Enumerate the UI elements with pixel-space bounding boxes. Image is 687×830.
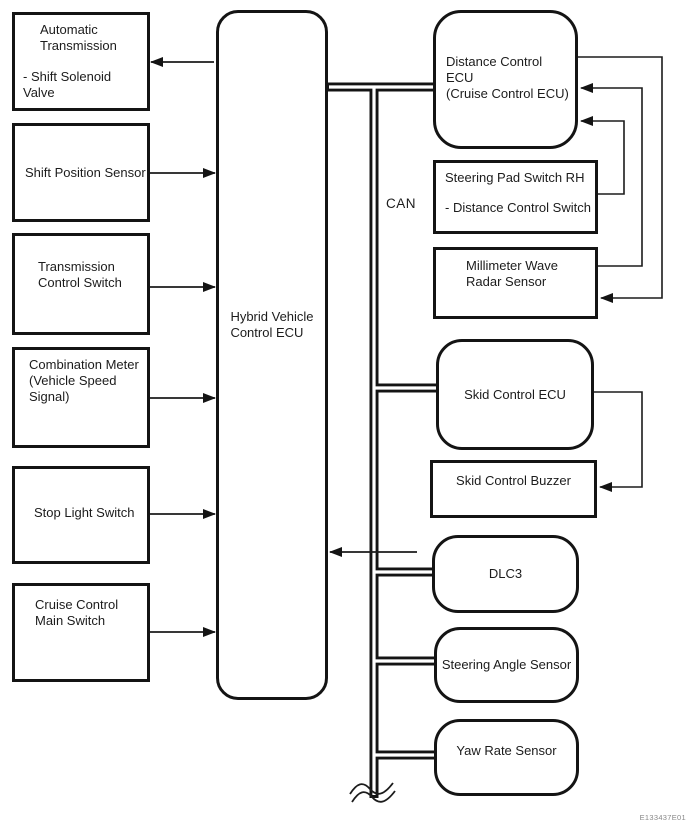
node-dlc3: DLC3 (432, 535, 579, 613)
node-label: DLC3 (488, 566, 523, 581)
feedback-loops (578, 56, 663, 492)
node-label: Skid Control Buzzer (456, 473, 571, 488)
node-shift-position-sensor: Shift Position Sensor (12, 123, 150, 222)
node-label: Steering Pad Switch RH (445, 170, 585, 185)
can-bus (327, 82, 438, 798)
can-bus-label: CAN (386, 196, 417, 211)
node-transmission-control-switch: Transmission Control Switch (12, 233, 150, 335)
node-label: Cruise Control Main Switch (35, 596, 119, 628)
node-sublabel: - Shift Solenoid Valve (23, 69, 112, 100)
diagram-code: E133437E01 (639, 813, 686, 822)
node-label: Skid Control ECU (464, 386, 566, 402)
node-label: Yaw Rate Sensor (456, 742, 557, 758)
node-label: Combination Meter (Vehicle Speed Signal) (29, 357, 139, 404)
signal-arrows (150, 57, 417, 637)
node-label: Shift Position Sensor (25, 164, 146, 180)
node-steering-angle-sensor: Steering Angle Sensor (434, 627, 579, 703)
node-label: Steering Angle Sensor (441, 657, 572, 672)
bus-break-mark (349, 782, 396, 803)
node-stop-light-switch: Stop Light Switch (12, 466, 150, 564)
node-hybrid-vehicle-control-ecu: Hybrid Vehicle Control ECU (216, 10, 328, 700)
node-label: Stop Light Switch (34, 505, 135, 520)
node-automatic-transmission: Automatic Transmission - Shift Solenoid … (12, 12, 150, 111)
node-steering-pad-switch-rh: Steering Pad Switch RH - Distance Contro… (433, 160, 598, 234)
node-label: Millimeter Wave Radar Sensor (466, 258, 558, 289)
node-label: Hybrid Vehicle Control ECU (230, 309, 314, 340)
node-sublabel: - Distance Control Switch (445, 200, 591, 215)
node-label: Transmission Control Switch (38, 259, 122, 290)
node-yaw-rate-sensor: Yaw Rate Sensor (434, 719, 579, 796)
node-label: Distance Control ECU (Cruise Control ECU… (446, 54, 569, 101)
node-label: Automatic Transmission (40, 22, 117, 53)
node-skid-control-buzzer: Skid Control Buzzer (430, 460, 597, 518)
node-cruise-control-main-switch: Cruise Control Main Switch (12, 583, 150, 682)
node-skid-control-ecu: Skid Control ECU (436, 339, 594, 450)
node-millimeter-wave-radar-sensor: Millimeter Wave Radar Sensor (433, 247, 598, 319)
node-distance-control-ecu: Distance Control ECU (Cruise Control ECU… (433, 10, 578, 149)
node-combination-meter: Combination Meter (Vehicle Speed Signal) (12, 347, 150, 448)
